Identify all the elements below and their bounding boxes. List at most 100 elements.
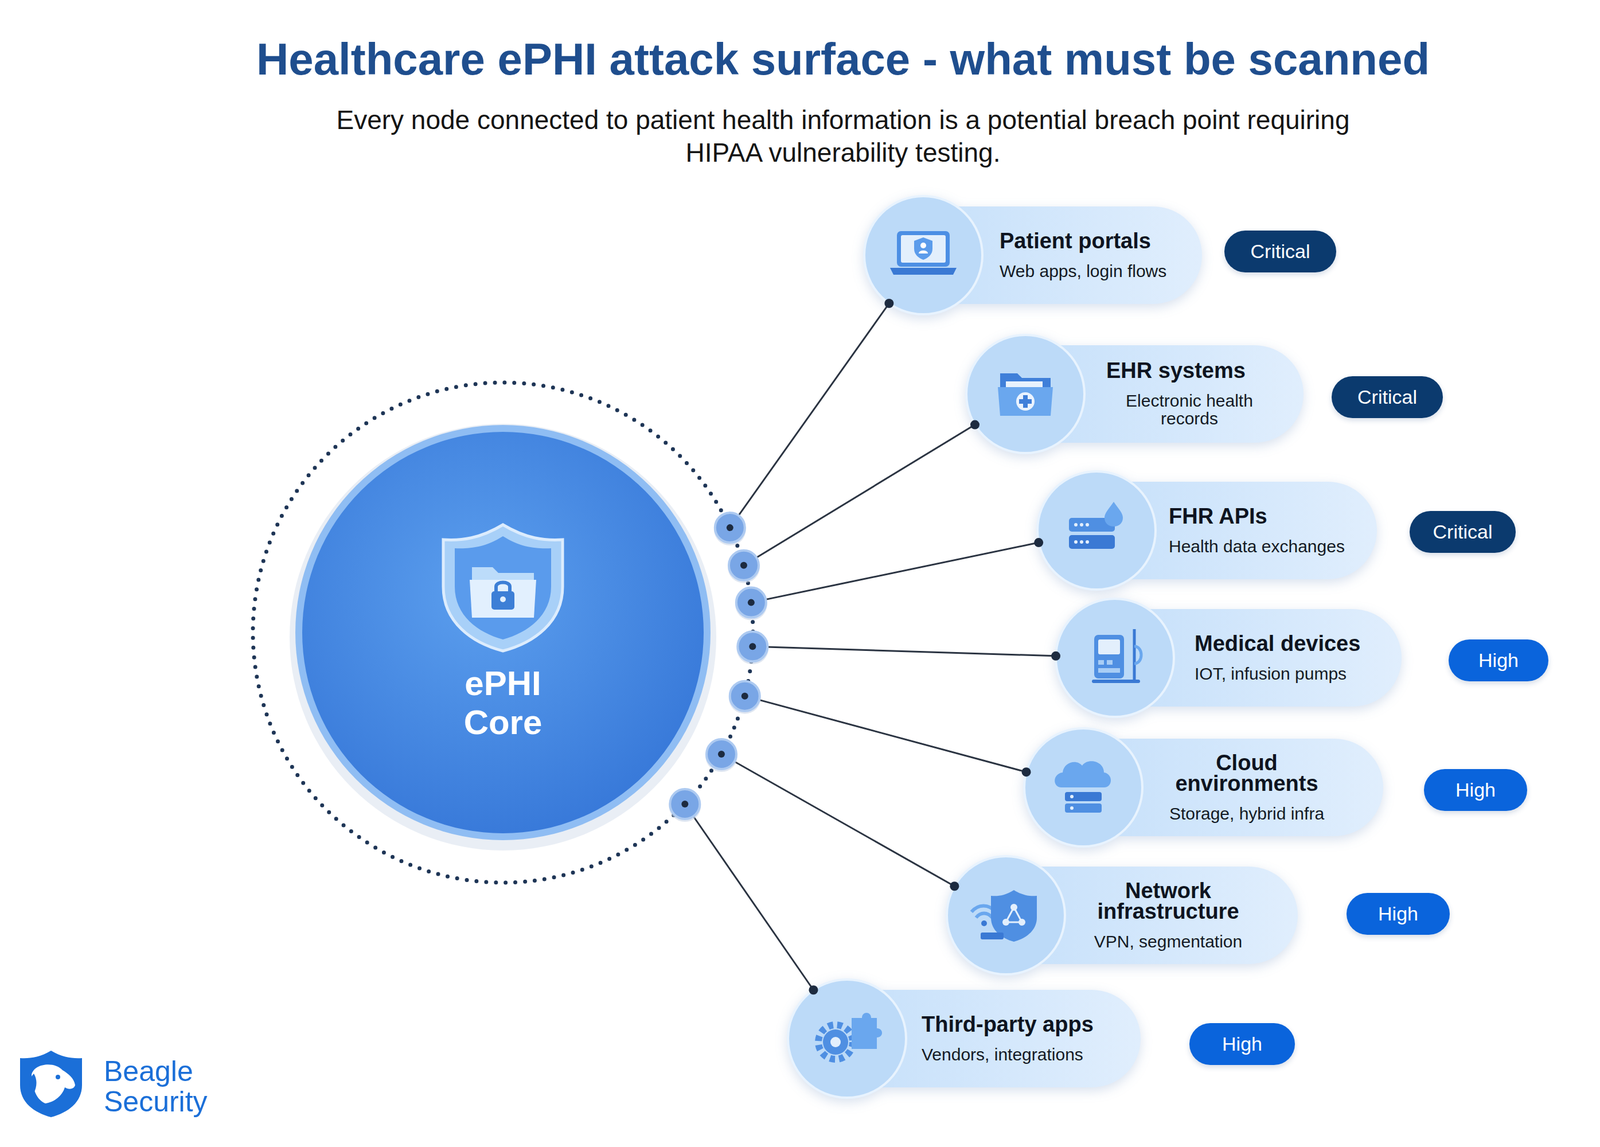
pill-text: Patient portalsWeb apps, login flows	[999, 206, 1197, 304]
pill-outline	[785, 977, 1141, 1100]
attack-surface-pill: Cloud environmentsStorage, hybrid infra	[1021, 726, 1384, 849]
core-shadow	[289, 423, 717, 851]
port-dot	[740, 562, 748, 569]
pill-text: Cloud environmentsStorage, hybrid infra	[1137, 738, 1356, 837]
pill-text: Third-party appsVendors, integrations	[921, 989, 1135, 1088]
core-text-wrap: ePHI Core	[250, 664, 756, 743]
node-heading: Medical devices	[1194, 633, 1361, 654]
node-body: Storage, hybrid infra	[1169, 805, 1325, 823]
severity-text: Critical	[1250, 240, 1311, 263]
connector	[705, 739, 959, 891]
connector	[668, 789, 818, 995]
attack-surface-pill: Patient portalsWeb apps, login flows	[861, 193, 1203, 317]
severity-badge: Critical	[1224, 230, 1337, 273]
node-body: Electronic health records	[1106, 392, 1273, 428]
node-body: VPN, segmentation	[1094, 933, 1243, 951]
connector-line	[744, 696, 1027, 773]
severity-text: Critical	[1357, 385, 1418, 409]
attack-surface-pill: FHR APIsHealth data exchanges	[1035, 469, 1377, 592]
port-dot	[717, 750, 725, 758]
connector-line	[751, 542, 1039, 603]
severity-badge: High	[1448, 639, 1549, 682]
severity-badge: High	[1346, 892, 1450, 935]
page-caption: Every node connected to patient health i…	[298, 103, 1388, 170]
severity-badge: High	[1423, 769, 1528, 811]
severity-text: High	[1455, 778, 1496, 802]
end-dot	[808, 985, 818, 995]
port-circle	[715, 512, 745, 543]
pill-outline	[1053, 596, 1402, 720]
logo-wordmark: Beagle Security	[103, 1056, 248, 1118]
node-heading: Patient portals	[999, 230, 1151, 252]
port-dot	[741, 692, 749, 700]
node-body: IOT, infusion pumps	[1194, 665, 1347, 684]
attack-surface-pill: Network infrastructureVPN, segmentation	[944, 853, 1298, 977]
port-dot	[747, 599, 755, 607]
dotted-ring	[252, 382, 753, 883]
severity-badge: Critical	[1331, 376, 1443, 419]
page-title: Healthcare ePHI attack surface - what mu…	[97, 30, 1589, 88]
severity-text: High	[1378, 902, 1419, 926]
icon-bubble	[1024, 728, 1143, 847]
core-label: ePHI Core	[436, 664, 569, 743]
node-heading: Network infrastructure	[1082, 880, 1255, 922]
port-dot	[726, 524, 734, 532]
end-dot	[884, 298, 894, 308]
port-shadow	[668, 789, 701, 822]
connector-line	[730, 303, 890, 528]
pill-text: Network infrastructureVPN, segmentation	[1059, 866, 1278, 965]
attack-surface-pill: EHR systemsElectronic health records	[964, 332, 1304, 456]
pill-outline	[861, 193, 1203, 317]
port-circle	[706, 739, 737, 770]
severity-text: High	[1222, 1032, 1263, 1056]
port-shadow	[736, 631, 769, 665]
severity-text: High	[1478, 649, 1519, 672]
pill-text: EHR systemsElectronic health records	[1106, 345, 1298, 443]
end-dot	[1051, 651, 1061, 661]
pill-text: Medical devicesIOT, infusion pumps	[1194, 609, 1396, 707]
end-dot	[949, 881, 959, 891]
port-dot	[681, 800, 689, 808]
connector	[727, 420, 980, 584]
port-shadow	[735, 588, 768, 621]
port-circle	[669, 789, 700, 819]
end-dot	[970, 420, 980, 430]
end-dot	[1033, 537, 1044, 548]
core-rim	[295, 424, 711, 841]
icon-bubble	[864, 196, 983, 315]
port-circle	[737, 631, 768, 662]
icon-bubble	[1055, 598, 1174, 717]
port-circle	[736, 587, 767, 618]
node-heading: EHR systems	[1106, 360, 1246, 381]
node-heading: Cloud environments	[1160, 752, 1333, 794]
node-heading: Third-party apps	[921, 1013, 1094, 1035]
port-shadow	[713, 513, 747, 546]
severity-text: Critical	[1433, 520, 1493, 544]
node-body: Web apps, login flows	[999, 262, 1167, 281]
connector-line	[684, 804, 814, 990]
pill-outline	[1035, 469, 1377, 592]
icon-bubble	[787, 979, 907, 1098]
connector	[728, 681, 1032, 778]
connector	[736, 631, 1061, 665]
node-body: Vendors, integrations	[921, 1046, 1084, 1064]
port-shadow	[728, 681, 762, 714]
node-body: Health data exchanges	[1168, 537, 1345, 556]
attack-surface-pill: Medical devicesIOT, infusion pumps	[1053, 596, 1402, 720]
connector-line	[721, 754, 955, 887]
core-fill	[302, 431, 704, 834]
severity-badge: High	[1189, 1023, 1295, 1065]
port-circle	[730, 681, 760, 712]
connector	[735, 537, 1044, 621]
connector	[713, 298, 895, 546]
node-heading: FHR APIs	[1168, 505, 1268, 527]
icon-bubble	[966, 334, 1085, 454]
icon-bubble	[946, 856, 1065, 975]
port-shadow	[705, 739, 738, 772]
end-dot	[1021, 767, 1032, 777]
severity-badge: Critical	[1409, 510, 1516, 553]
port-dot	[748, 642, 756, 650]
